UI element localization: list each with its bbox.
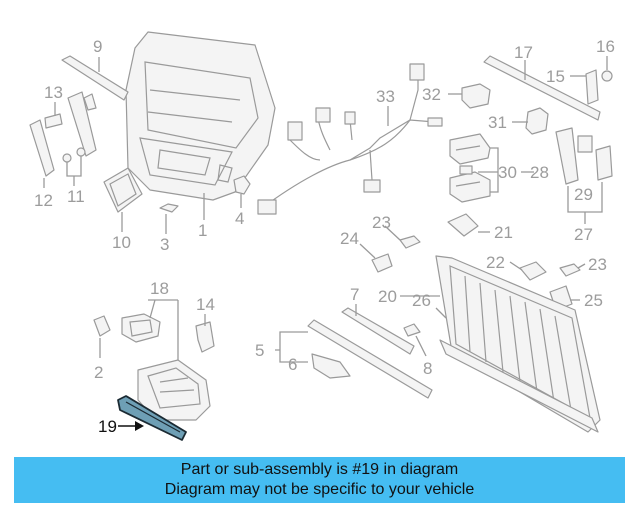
weatherstrip-part — [483, 55, 601, 121]
callout-4: 4 — [235, 209, 244, 228]
callout-32: 32 — [422, 85, 441, 104]
pillar-trim-part — [29, 119, 55, 177]
callout-23a: 23 — [372, 213, 391, 232]
callout-24: 24 — [340, 229, 359, 248]
window-switch-part — [461, 83, 491, 109]
handle-bezel-part — [121, 313, 161, 343]
callout-20: 20 — [378, 287, 397, 306]
speaker-grille-part — [103, 167, 143, 213]
callout-8: 8 — [423, 359, 432, 378]
info-banner: Part or sub-assembly is #19 in diagram D… — [14, 457, 625, 503]
parts-diagram: 1 2 3 4 5 6 7 8 9 10 11 12 13 14 15 16 1… — [29, 31, 615, 441]
trim-strip-part — [61, 55, 129, 101]
callout-3: 3 — [160, 235, 169, 254]
callout-33: 33 — [376, 87, 395, 106]
callout-23b: 23 — [588, 255, 607, 274]
callout-2: 2 — [94, 363, 103, 382]
callout-27: 27 — [574, 225, 593, 244]
sunshade-part — [435, 255, 601, 433]
handle-22-part — [519, 261, 547, 281]
callout-5: 5 — [255, 341, 264, 360]
screw-part — [159, 203, 179, 213]
callout-11: 11 — [67, 187, 85, 206]
callout-30: 30 — [498, 163, 517, 182]
callout-21: 21 — [494, 223, 513, 242]
callout-25: 25 — [584, 291, 603, 310]
callout-14: 14 — [196, 295, 215, 314]
bracket-24-part — [371, 253, 393, 273]
garnish-15-part — [585, 69, 599, 105]
callout-10: 10 — [112, 233, 131, 252]
banner-line-2: Diagram may not be specific to your vehi… — [164, 481, 475, 498]
door-trim-panel-part — [125, 31, 276, 201]
clip-2-part — [93, 315, 111, 337]
callout-19: 19 — [98, 417, 117, 436]
callout-9: 9 — [93, 37, 102, 56]
switch-panel-part — [449, 133, 491, 203]
callout-7: 7 — [350, 285, 359, 304]
callout-15: 15 — [546, 67, 565, 86]
run-channel-part — [307, 319, 433, 399]
callout-31: 31 — [488, 113, 507, 132]
callout-18: 18 — [150, 279, 169, 298]
switch-31-part — [525, 107, 549, 135]
callout-28: 28 — [530, 163, 549, 182]
clip-23-part — [399, 235, 421, 249]
highlighted-part-19 — [117, 395, 187, 441]
callout-6: 6 — [288, 355, 297, 374]
callout-17: 17 — [514, 43, 533, 62]
clip-part — [44, 113, 63, 129]
wiring-harness-part — [257, 63, 443, 215]
armrest-part — [137, 359, 211, 421]
callout-13: 13 — [44, 83, 63, 102]
callout-1: 1 — [198, 221, 207, 240]
handle-trim-part — [67, 91, 97, 157]
callout-22: 22 — [486, 253, 505, 272]
callout-16: 16 — [596, 37, 615, 56]
strip-7-part — [341, 307, 415, 355]
bracket-21-part — [447, 213, 479, 237]
clip-23b-part — [559, 263, 581, 277]
callout-26: 26 — [412, 291, 431, 310]
clip-14-part — [195, 321, 215, 353]
bolt-part — [233, 175, 251, 195]
bracket-6-part — [311, 353, 351, 379]
door-lock-part — [555, 127, 613, 185]
callout-12: 12 — [34, 191, 53, 210]
clip-16-part — [601, 70, 613, 82]
callout-29: 29 — [574, 185, 593, 204]
banner-line-1: Part or sub-assembly is #19 in diagram — [180, 461, 459, 478]
